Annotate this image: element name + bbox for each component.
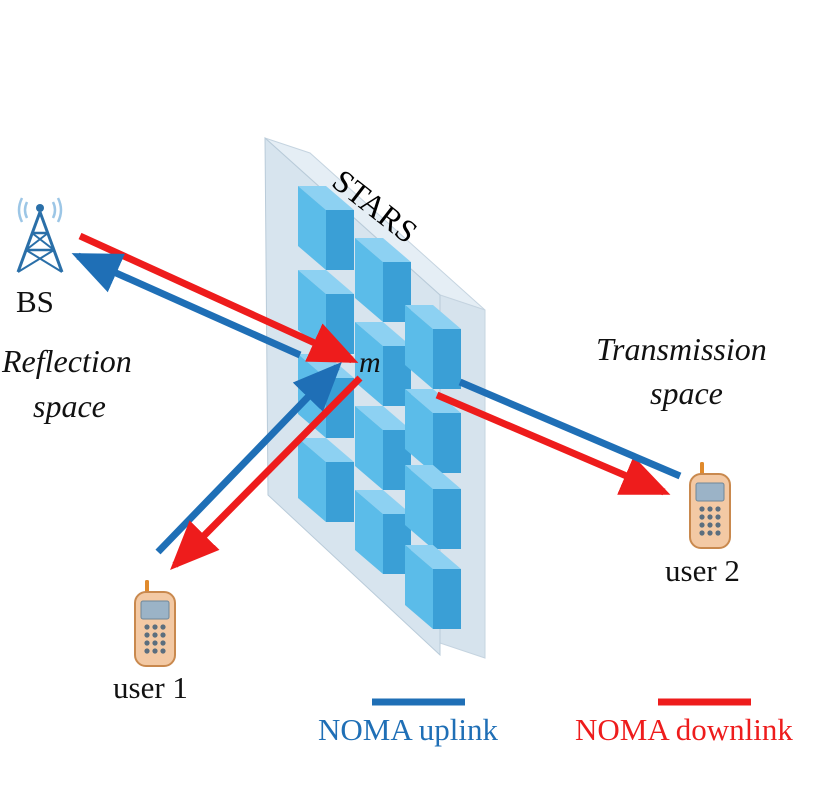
downlink-stars-to-user1 — [170, 375, 363, 570]
user2-label: user 2 — [665, 553, 740, 588]
downlink-bs-to-stars — [78, 232, 359, 364]
legend-downlink-label: NOMA downlink — [575, 712, 793, 747]
reflection-space-label-line2: space — [33, 388, 106, 424]
element-m-label: m — [359, 346, 381, 379]
user1-label: user 1 — [113, 670, 188, 705]
stars-element — [405, 305, 461, 389]
user1-phone-icon — [134, 580, 176, 667]
stars-element — [298, 438, 354, 522]
stars-element — [355, 322, 411, 406]
stars-element — [405, 545, 461, 629]
stars-element — [355, 406, 411, 490]
transmission-space-label-line1: Transmission — [596, 331, 767, 367]
stars-element — [405, 389, 461, 473]
legend-uplink-label: NOMA uplink — [318, 712, 498, 747]
stars-elements — [298, 186, 461, 629]
stars-element — [298, 186, 354, 270]
user2-phone-icon — [689, 462, 731, 549]
uplink-user2-to-stars — [458, 378, 682, 480]
bs-label: BS — [16, 284, 54, 319]
stars-element — [355, 490, 411, 574]
signal-paths — [71, 232, 682, 570]
base-station-icon — [16, 197, 64, 273]
stars-element — [355, 238, 411, 322]
uplink-stars-to-bs — [71, 252, 302, 359]
stars-element — [405, 465, 461, 549]
reflection-space-label-line1: Reflection — [2, 343, 132, 379]
downlink-stars-to-user2 — [435, 391, 671, 496]
transmission-space-label-line2: space — [650, 375, 723, 411]
